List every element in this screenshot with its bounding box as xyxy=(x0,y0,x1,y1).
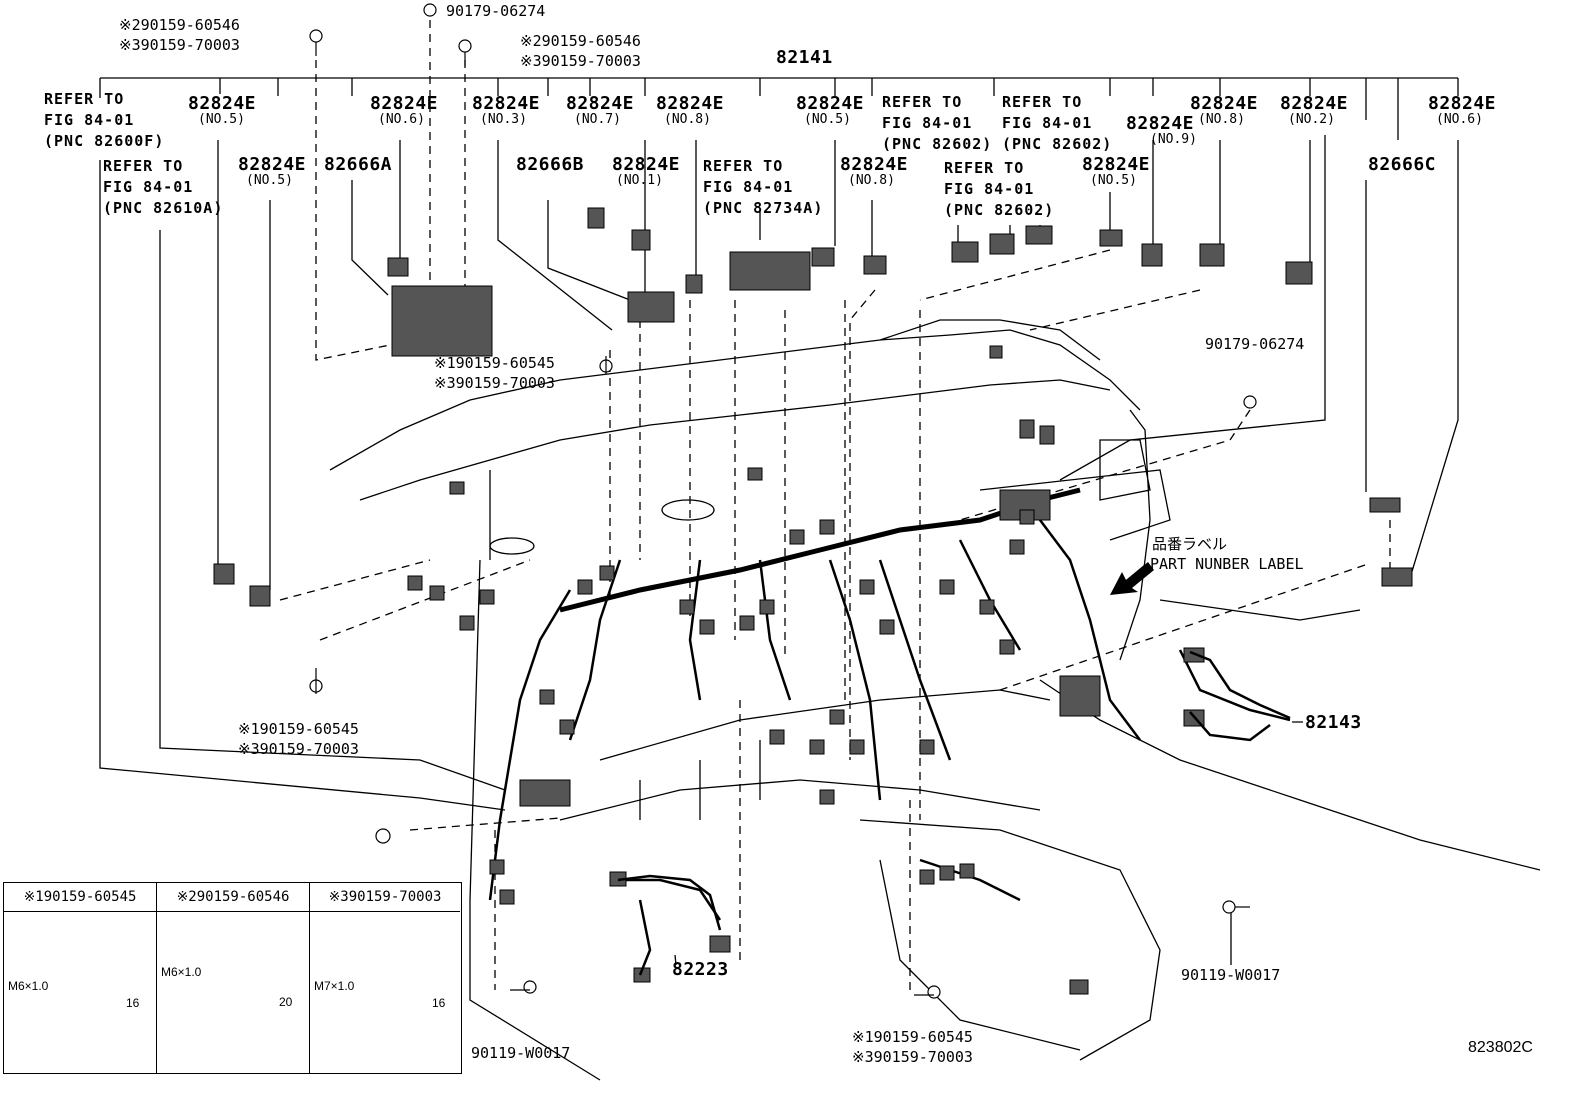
refer-block-82600f: REFER TO FIG 84-01 (PNC 82600F) xyxy=(44,90,165,150)
fastener-bottom-center: ※190159-60545 ※390159-70003 xyxy=(852,1028,973,1066)
part-label: 82824E (NO.1) xyxy=(612,154,681,188)
legend-length: 16 xyxy=(432,996,446,1010)
refer-block-82602-a: REFER TO FIG 84-01 (PNC 82602) xyxy=(882,93,993,153)
legend-column: ※190159-60545 M6×1.0 16 xyxy=(4,883,157,1073)
fastener-top-right: ※290159-60546 ※390159-70003 xyxy=(520,32,641,70)
part-label: 82824E (NO.6) xyxy=(370,93,439,127)
legend-length: 16 xyxy=(126,996,140,1010)
leader-lines xyxy=(99,135,1459,811)
part-label: 82824E (NO.9) xyxy=(1126,113,1197,147)
part-label: 82824E (NO.2) xyxy=(1280,93,1349,127)
part-label: 82666A xyxy=(324,154,393,175)
legend-header: ※290159-60546 xyxy=(157,883,309,912)
vent-left xyxy=(489,537,535,555)
fastener-bottom-left: 90119-W0017 xyxy=(471,1044,571,1062)
harness-82223 xyxy=(617,874,722,976)
fastener-mid-right: 90179-06274 xyxy=(1205,335,1305,353)
fastener-top-center: 90179-06274 xyxy=(446,2,546,20)
refer-block-82610a: REFER TO FIG 84-01 (PNC 82610A) xyxy=(103,157,224,217)
fastener-top-left: ※290159-60546 ※390159-70003 xyxy=(119,16,240,54)
fastener-mid-left: ※190159-60545 ※390159-70003 xyxy=(238,720,359,758)
part-label: 82824E (NO.8) xyxy=(840,154,909,188)
main-part-number: 82141 xyxy=(776,47,833,68)
fastener-bottom-right: 90119-W0017 xyxy=(1181,966,1281,984)
part-82143-label: 82143 xyxy=(1305,712,1362,733)
legend-thread: M6×1.0 xyxy=(161,965,202,979)
part-number-label-en: PART NUNBER LABEL xyxy=(1150,555,1304,573)
part-label: 82824E (NO.6) xyxy=(1428,93,1497,127)
part-82223-label: 82223 xyxy=(672,959,729,980)
fastener-legend-table: ※190159-60545 M6×1.0 16 ※290159-60546 M6… xyxy=(3,882,462,1074)
label-arrow xyxy=(1110,562,1154,595)
legend-column: ※290159-60546 M6×1.0 20 xyxy=(157,883,310,1073)
part-label: 82666B xyxy=(516,154,585,175)
refer-block-82734a: REFER TO FIG 84-01 (PNC 82734A) xyxy=(703,157,824,217)
legend-header: ※390159-70003 xyxy=(310,883,460,912)
dashboard-outline xyxy=(329,319,1541,1081)
legend-length: 20 xyxy=(279,995,293,1009)
dashed-leaders xyxy=(279,20,1391,990)
refer-block-82602-c: REFER TO FIG 84-01 (PNC 82602) xyxy=(944,159,1055,219)
part-label: 82824E (NO.5) xyxy=(188,93,257,127)
figure-code: 823802C xyxy=(1468,1039,1533,1056)
part-label: 82666C xyxy=(1368,154,1437,175)
connectors xyxy=(213,207,1413,995)
refer-block-82602-b: REFER TO FIG 84-01 (PNC 82602) xyxy=(1002,93,1113,153)
part-number-label-jp: 品番ラベル xyxy=(1152,535,1228,553)
part-label: 82824E (NO.8) xyxy=(1190,93,1259,127)
bracket-drops xyxy=(99,78,1459,140)
part-label: 82824E (NO.5) xyxy=(238,154,307,188)
vent-center xyxy=(661,499,715,521)
part-label: 82824E (NO.7) xyxy=(566,93,635,127)
part-label: 82824E (NO.3) xyxy=(472,93,541,127)
legend-column: ※390159-70003 M7×1.0 16 xyxy=(310,883,460,1073)
part-label: 82824E (NO.5) xyxy=(1082,154,1151,188)
legend-thread: M7×1.0 xyxy=(314,979,355,993)
bolts xyxy=(309,3,1257,999)
part-label: 82824E (NO.5) xyxy=(796,93,865,127)
harness-82143 xyxy=(1189,650,1291,742)
fastener-leaders xyxy=(674,564,1303,966)
legend-header: ※190159-60545 xyxy=(4,883,156,912)
fastener-mid-center: ※190159-60545 ※390159-70003 xyxy=(434,354,555,392)
part-label: 82824E (NO.8) xyxy=(656,93,725,127)
legend-thread: M6×1.0 xyxy=(8,979,49,993)
